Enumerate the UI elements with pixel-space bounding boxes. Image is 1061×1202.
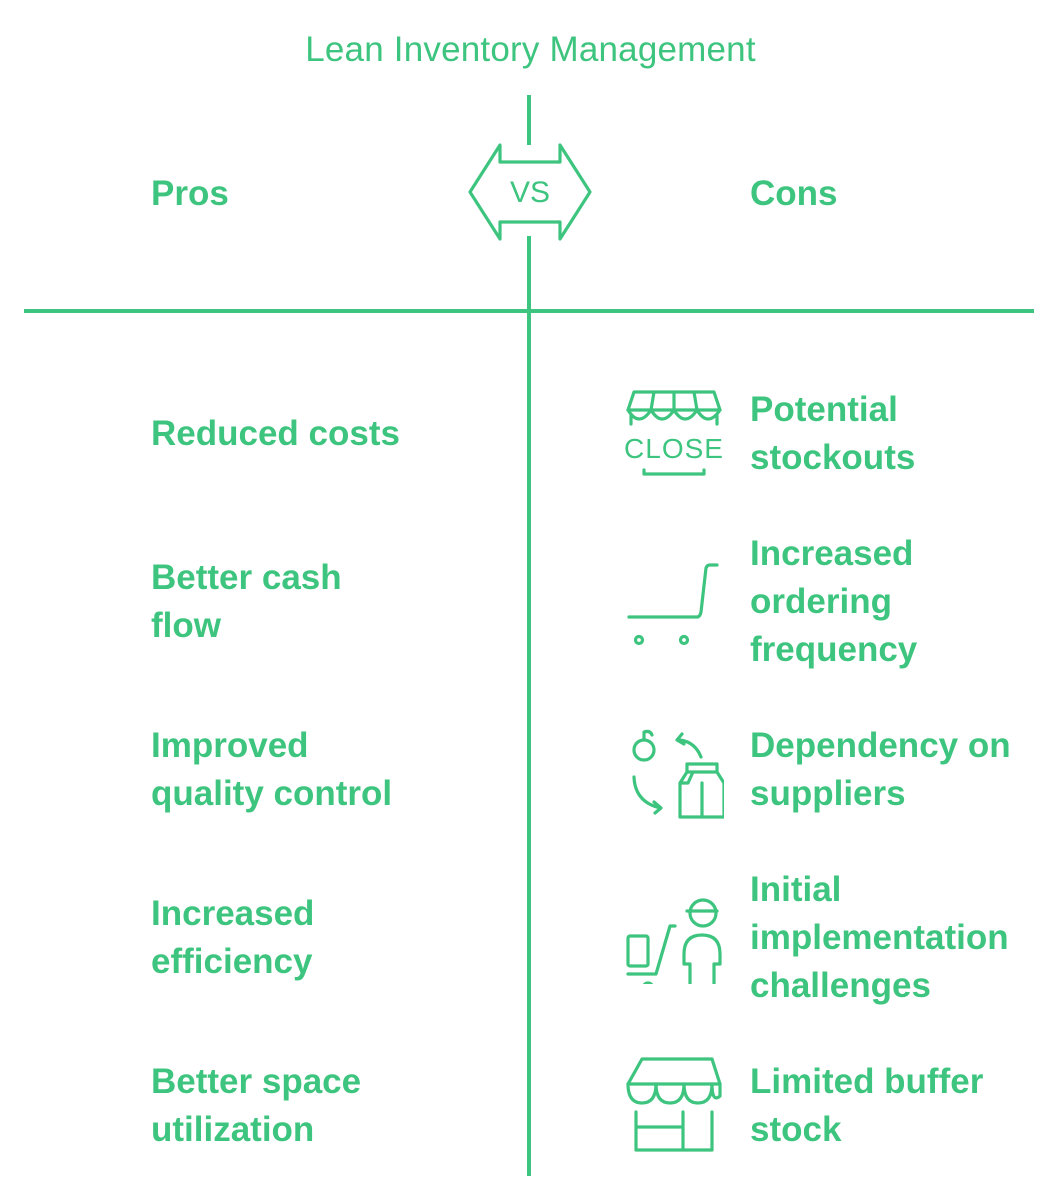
con-item: Increased ordering frequency <box>750 534 918 669</box>
vs-double-arrow-icon: VS <box>468 143 592 241</box>
shopping-cart-icon <box>627 563 719 646</box>
storefront-icon <box>626 1057 722 1152</box>
pros-header: Pros <box>151 174 229 213</box>
closed-store-icon: CLOSE <box>624 390 724 476</box>
pro-item: Increased efficiency <box>151 894 315 981</box>
pro-item: Better cash flow <box>151 558 342 645</box>
center-divider-top <box>527 95 531 145</box>
pro-item: Reduced costs <box>151 414 400 453</box>
header-divider <box>24 309 1034 313</box>
con-item: Limited buffer stock <box>750 1062 984 1149</box>
delivery-worker-icon <box>626 898 722 984</box>
svg-text:CLOSE: CLOSE <box>624 433 724 464</box>
cons-header: Cons <box>750 174 838 213</box>
con-item: Initial implementation challenges <box>750 870 1009 1005</box>
pro-item: Improved quality control <box>151 726 393 813</box>
con-item: Potential stockouts <box>750 390 916 477</box>
svg-text:VS: VS <box>510 176 550 209</box>
supply-cycle-icon <box>632 729 724 819</box>
center-divider <box>527 236 531 1176</box>
diagram-title: Lean Inventory Management <box>305 30 756 69</box>
pro-item: Better space utilization <box>151 1062 362 1149</box>
con-item: Dependency on suppliers <box>750 726 1011 813</box>
